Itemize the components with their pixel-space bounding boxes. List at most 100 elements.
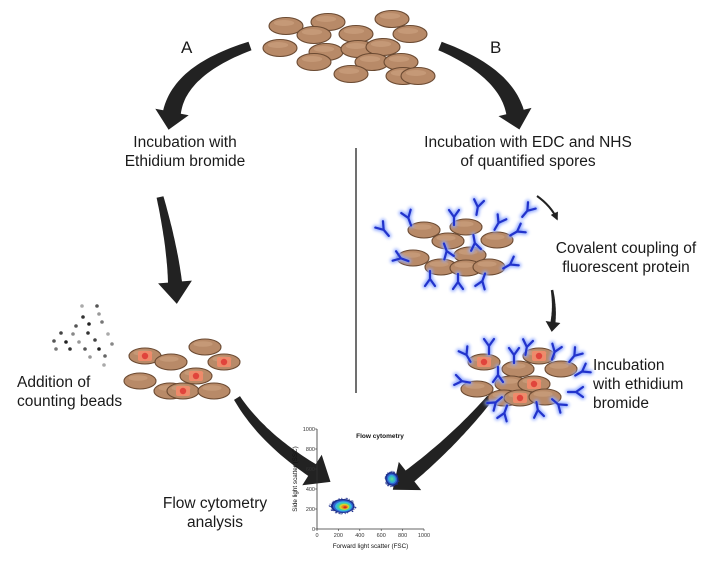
population-2 (384, 470, 400, 488)
arrow-a-to-analysis-icon (234, 396, 331, 486)
spore-cluster-a-stained (123, 338, 241, 400)
step-b-incubation-ethidium: Incubation with ethidium bromide (593, 357, 684, 412)
counting-bead (95, 304, 99, 308)
x-tick-label: 800 (398, 533, 407, 539)
antibody-icon (484, 394, 505, 414)
step-b-covalent-coupling: Covalent coupling of fluorescent protein (555, 240, 697, 276)
counting-bead (64, 340, 68, 344)
antibody-icon (471, 196, 487, 218)
counting-bead (103, 354, 107, 358)
counting-bead (106, 332, 110, 336)
antibody-icon (519, 199, 539, 220)
x-tick-label: 400 (355, 533, 364, 539)
counting-bead (59, 331, 63, 335)
antibody-icon (450, 271, 466, 292)
ethidium-stain-icon (513, 393, 527, 403)
ethidium-stain-icon (532, 351, 546, 361)
arrow-b-to-analysis-icon (392, 395, 493, 491)
counting-bead (102, 363, 106, 367)
counting-bead (100, 320, 104, 324)
antibody-icon (481, 336, 497, 357)
step-b-incubation-edc-nhs: Incubation with EDC and NHS of quantifie… (424, 134, 632, 170)
y-tick-label: 1000 (303, 427, 315, 433)
antibody-icon (490, 364, 506, 385)
x-tick-label: 1000 (418, 533, 430, 539)
counting-bead (74, 324, 78, 328)
plot-y-axis-label: Side light scatter (SSC) (292, 446, 299, 511)
plot-x-axis-label: Forward light scatter (FSC) (333, 543, 409, 550)
y-tick-label: 600 (306, 467, 315, 473)
ethidium-stain-icon (477, 357, 491, 367)
antibody-icon (398, 207, 414, 228)
ethidium-stain-icon (138, 351, 152, 361)
counting-beads (52, 304, 114, 367)
counting-bead (87, 322, 91, 326)
spore-cluster-b-coupled (372, 196, 539, 292)
antibody-icon (549, 396, 570, 416)
antibody-icon (441, 241, 457, 262)
y-tick-label: 0 (312, 527, 315, 533)
density-level (390, 477, 394, 481)
ethidium-stain-icon (189, 371, 203, 381)
antibody-icon (494, 403, 510, 424)
counting-bead (83, 347, 87, 351)
step-a-counting-beads: Addition of counting beads (17, 374, 123, 410)
y-tick-label: 800 (306, 447, 315, 453)
x-tick-label: 600 (377, 533, 386, 539)
spore-icon (365, 37, 401, 57)
antibody-icon (549, 341, 565, 362)
spore-icon (333, 64, 369, 84)
antibody-icon (446, 207, 462, 228)
step-a-incubation-ethidium: Incubation with Ethidium bromide (124, 134, 246, 170)
counting-bead (81, 315, 85, 319)
branch-a-label: A (181, 38, 193, 57)
plot-title: Flow cytometry (356, 433, 404, 440)
counting-bead (68, 347, 72, 351)
antibody-icon (507, 221, 529, 238)
antibody-icon (451, 372, 473, 388)
spore-icon (392, 24, 428, 44)
antibody-icon (531, 399, 547, 421)
counting-bead (93, 338, 97, 342)
y-tick-label: 400 (306, 487, 315, 493)
ethidium-stain-icon (176, 386, 190, 396)
x-tick-label: 0 (315, 533, 318, 539)
counting-bead (86, 331, 90, 335)
antibody-icon (472, 271, 488, 292)
y-tick-label: 200 (306, 507, 315, 513)
spore-icon (338, 24, 374, 44)
arrow-a-step1-to-step2-icon (156, 196, 192, 304)
step-flow-cytometry-analysis: Flow cytometry analysis (162, 495, 268, 531)
spore-groups (123, 9, 594, 424)
antibody-icon (500, 254, 522, 271)
spore-cluster-top (262, 9, 436, 86)
spore-icon (400, 66, 436, 86)
spore-icon (374, 9, 410, 29)
spore-icon (296, 25, 332, 45)
arrow-b-step2-to-step3-icon (545, 289, 561, 332)
x-tick-label: 200 (334, 533, 343, 539)
branch-b-label: B (490, 38, 502, 57)
counting-bead (54, 347, 58, 351)
antibody-icon (506, 345, 522, 366)
antibody-icon (520, 336, 536, 358)
ethidium-stain-icon (527, 379, 541, 389)
spore-icon (296, 52, 332, 72)
antibody-icon (565, 384, 586, 400)
counting-bead (110, 342, 114, 346)
antibody-icon (372, 218, 392, 239)
antibody-icon (566, 344, 586, 365)
counting-bead (97, 347, 101, 351)
antibody-icon (422, 268, 438, 289)
antibody-icon (456, 343, 473, 365)
antibody-icon (492, 211, 509, 233)
spore-icon (262, 38, 298, 58)
counting-bead (71, 332, 75, 336)
counting-bead (77, 340, 81, 344)
antibody-icon (468, 232, 484, 254)
arrow-spores-to-b-icon (438, 41, 532, 130)
antibody-icon (572, 361, 594, 378)
